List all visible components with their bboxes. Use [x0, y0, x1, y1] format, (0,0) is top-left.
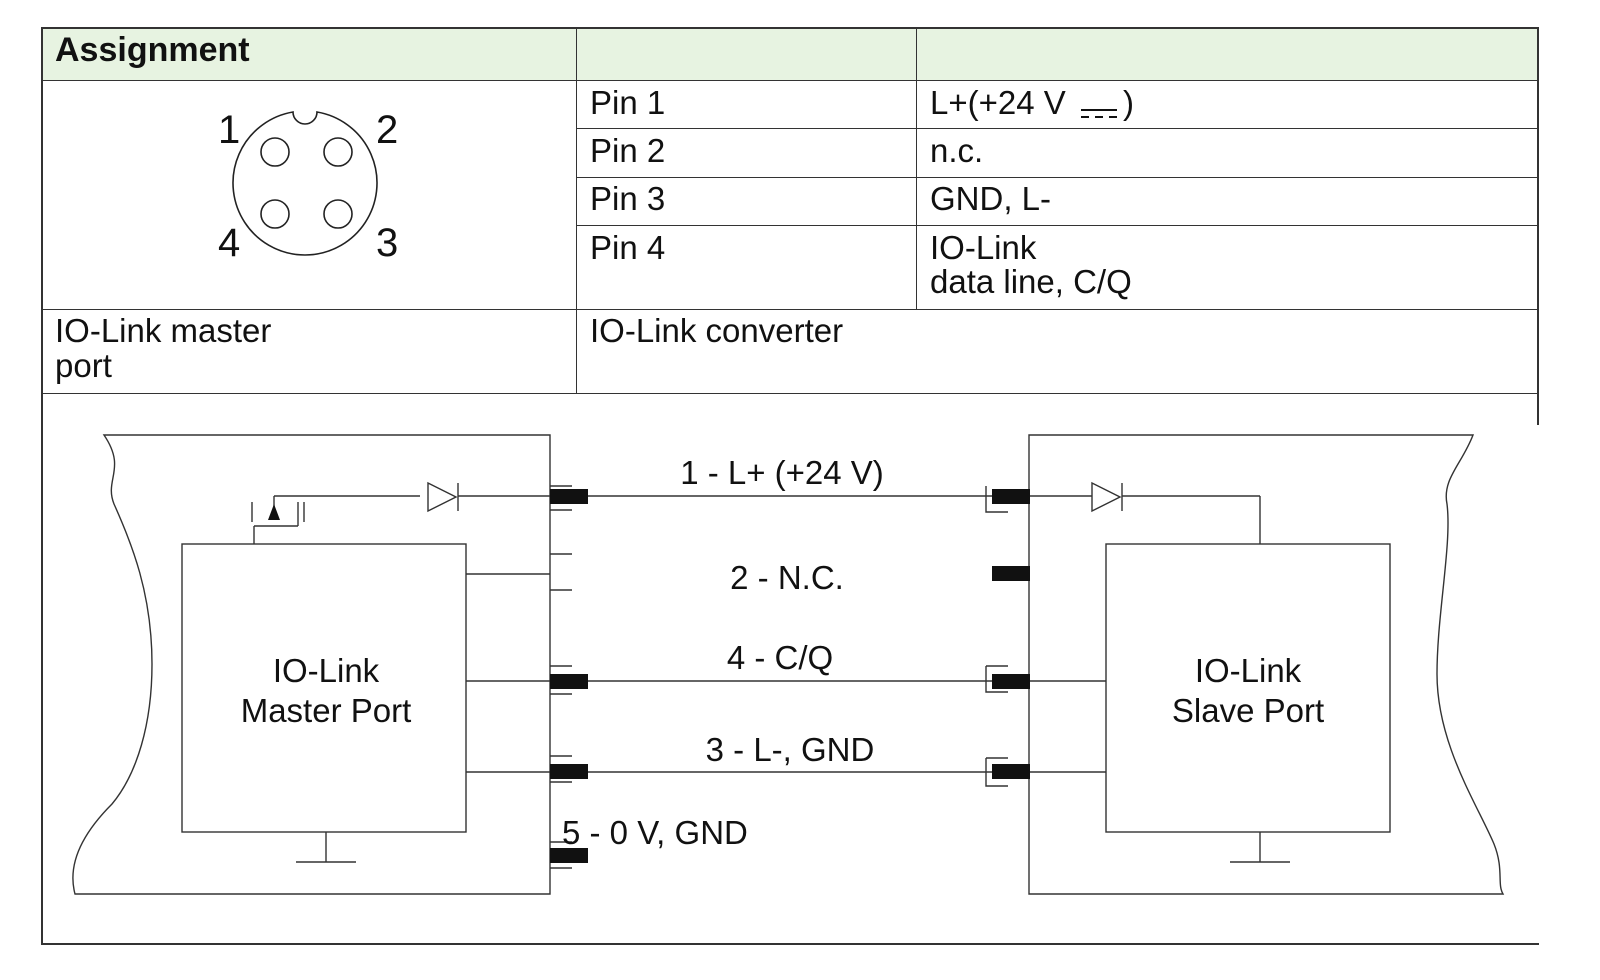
slave-port-label-line1: IO-Link: [1195, 652, 1302, 689]
header-row: [42, 28, 1538, 80]
pin-hole-4: [260, 199, 290, 229]
pin-1-assignment-close: ): [1122, 84, 1134, 121]
slave-pin-2: [992, 566, 1030, 581]
master-port-box: [181, 543, 467, 833]
connector-label-4: 4: [218, 221, 240, 265]
pin-2-assignment: n.c.: [930, 132, 984, 169]
master-port-label-line1: IO-Link: [273, 652, 380, 689]
connector-outline: [232, 111, 378, 256]
master-housing-outline: [72, 434, 551, 895]
m12-connector-face: 1 2 3 4: [218, 108, 398, 265]
master-diode-icon: [427, 481, 458, 513]
col-line-1: [576, 27, 577, 394]
section-master-port-line1: IO-Link master: [55, 312, 272, 349]
header-assignment: Assignment: [55, 31, 250, 69]
pin-3-label: Pin 3: [590, 180, 666, 217]
wire-1-label: 1 - L+ (+24 V): [680, 454, 884, 491]
row-line-pin2: [577, 177, 1539, 178]
wire-5-label: 5 - 0 V, GND: [562, 814, 748, 851]
pin-4-assignment-line2: data line, C/Q: [930, 263, 1132, 300]
pin-3-assignment: GND, L-: [930, 180, 1052, 217]
row-line-header: [41, 80, 1539, 81]
row-line-pins-end: [41, 309, 1539, 310]
section-master-port-line2: port: [55, 347, 112, 384]
table-border-bottom: [41, 943, 1539, 945]
pin-2-label: Pin 2: [590, 132, 666, 169]
row-line-sections-end: [41, 393, 1539, 394]
connector-label-3: 3: [376, 221, 398, 265]
col-line-2: [916, 27, 917, 310]
slave-housing-outline: [1028, 434, 1505, 895]
pin-hole-1: [260, 137, 290, 167]
wire-4-label: 4 - C/Q: [727, 639, 833, 676]
pin-1-label: Pin 1: [590, 84, 666, 121]
wiring-diagram: IO-Link Master Port IO-Link Slave Port 1…: [72, 434, 1505, 895]
row-line-pin1: [577, 128, 1539, 129]
master-pin-5: [550, 848, 588, 863]
wire-3-label: 3 - L-, GND: [706, 731, 875, 768]
slave-pin-1: [992, 489, 1030, 504]
master-port-label-line2: Master Port: [241, 692, 412, 729]
slave-pin-4: [992, 674, 1030, 689]
slave-port-label-line2: Slave Port: [1172, 692, 1324, 729]
table-border-top: [41, 27, 1539, 29]
connector-label-1: 1: [218, 108, 240, 152]
table-border-left: [41, 27, 43, 945]
master-pin-1: [550, 489, 588, 504]
pin-1-assignment: L+(+24 V ): [930, 85, 1134, 121]
slave-diode-icon: [1091, 481, 1122, 513]
dc-voltage-icon: [1079, 95, 1119, 119]
pin-hole-3: [323, 199, 353, 229]
pin-1-assignment-text: L+(+24 V: [930, 84, 1066, 121]
connector-label-2: 2: [376, 108, 398, 152]
section-converter: IO-Link converter: [590, 312, 844, 349]
pin-hole-2: [323, 137, 353, 167]
table-border-right: [1537, 27, 1539, 425]
slave-port-box: [1105, 543, 1391, 833]
wire-2-label: 2 - N.C.: [730, 559, 844, 596]
slave-pin-3: [992, 764, 1030, 779]
row-line-pin3: [577, 225, 1539, 226]
master-pin-4: [550, 674, 588, 689]
pin-4-assignment-line1: IO-Link: [930, 229, 1037, 266]
pin-4-label: Pin 4: [590, 229, 666, 266]
master-pin-3: [550, 764, 588, 779]
transistor-arrow-icon: [268, 504, 280, 520]
